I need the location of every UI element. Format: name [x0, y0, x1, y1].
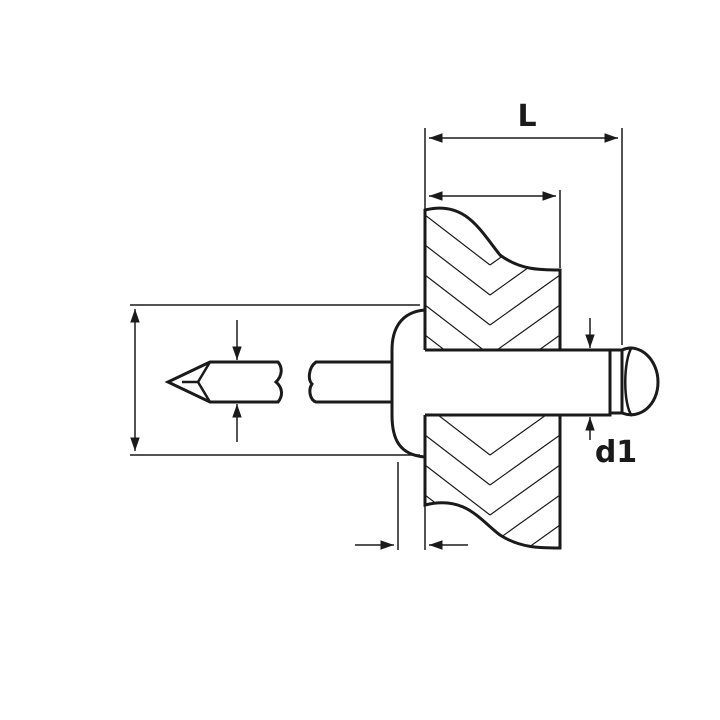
rivet-head	[390, 308, 426, 459]
mandrel-ball	[620, 346, 660, 417]
diameter-label: d1	[595, 435, 637, 470]
length-dimension	[424, 128, 623, 345]
head-height-dimension	[355, 462, 468, 550]
mandrel-tip	[164, 360, 283, 404]
length-label: L	[517, 99, 536, 134]
rivet-body	[425, 348, 612, 417]
mandrel-shank	[307, 360, 392, 404]
workpiece-bottom	[423, 415, 562, 550]
grip-dimension	[429, 190, 561, 268]
workpiece-top	[423, 206, 562, 350]
head-diameter-dimension	[130, 304, 420, 456]
